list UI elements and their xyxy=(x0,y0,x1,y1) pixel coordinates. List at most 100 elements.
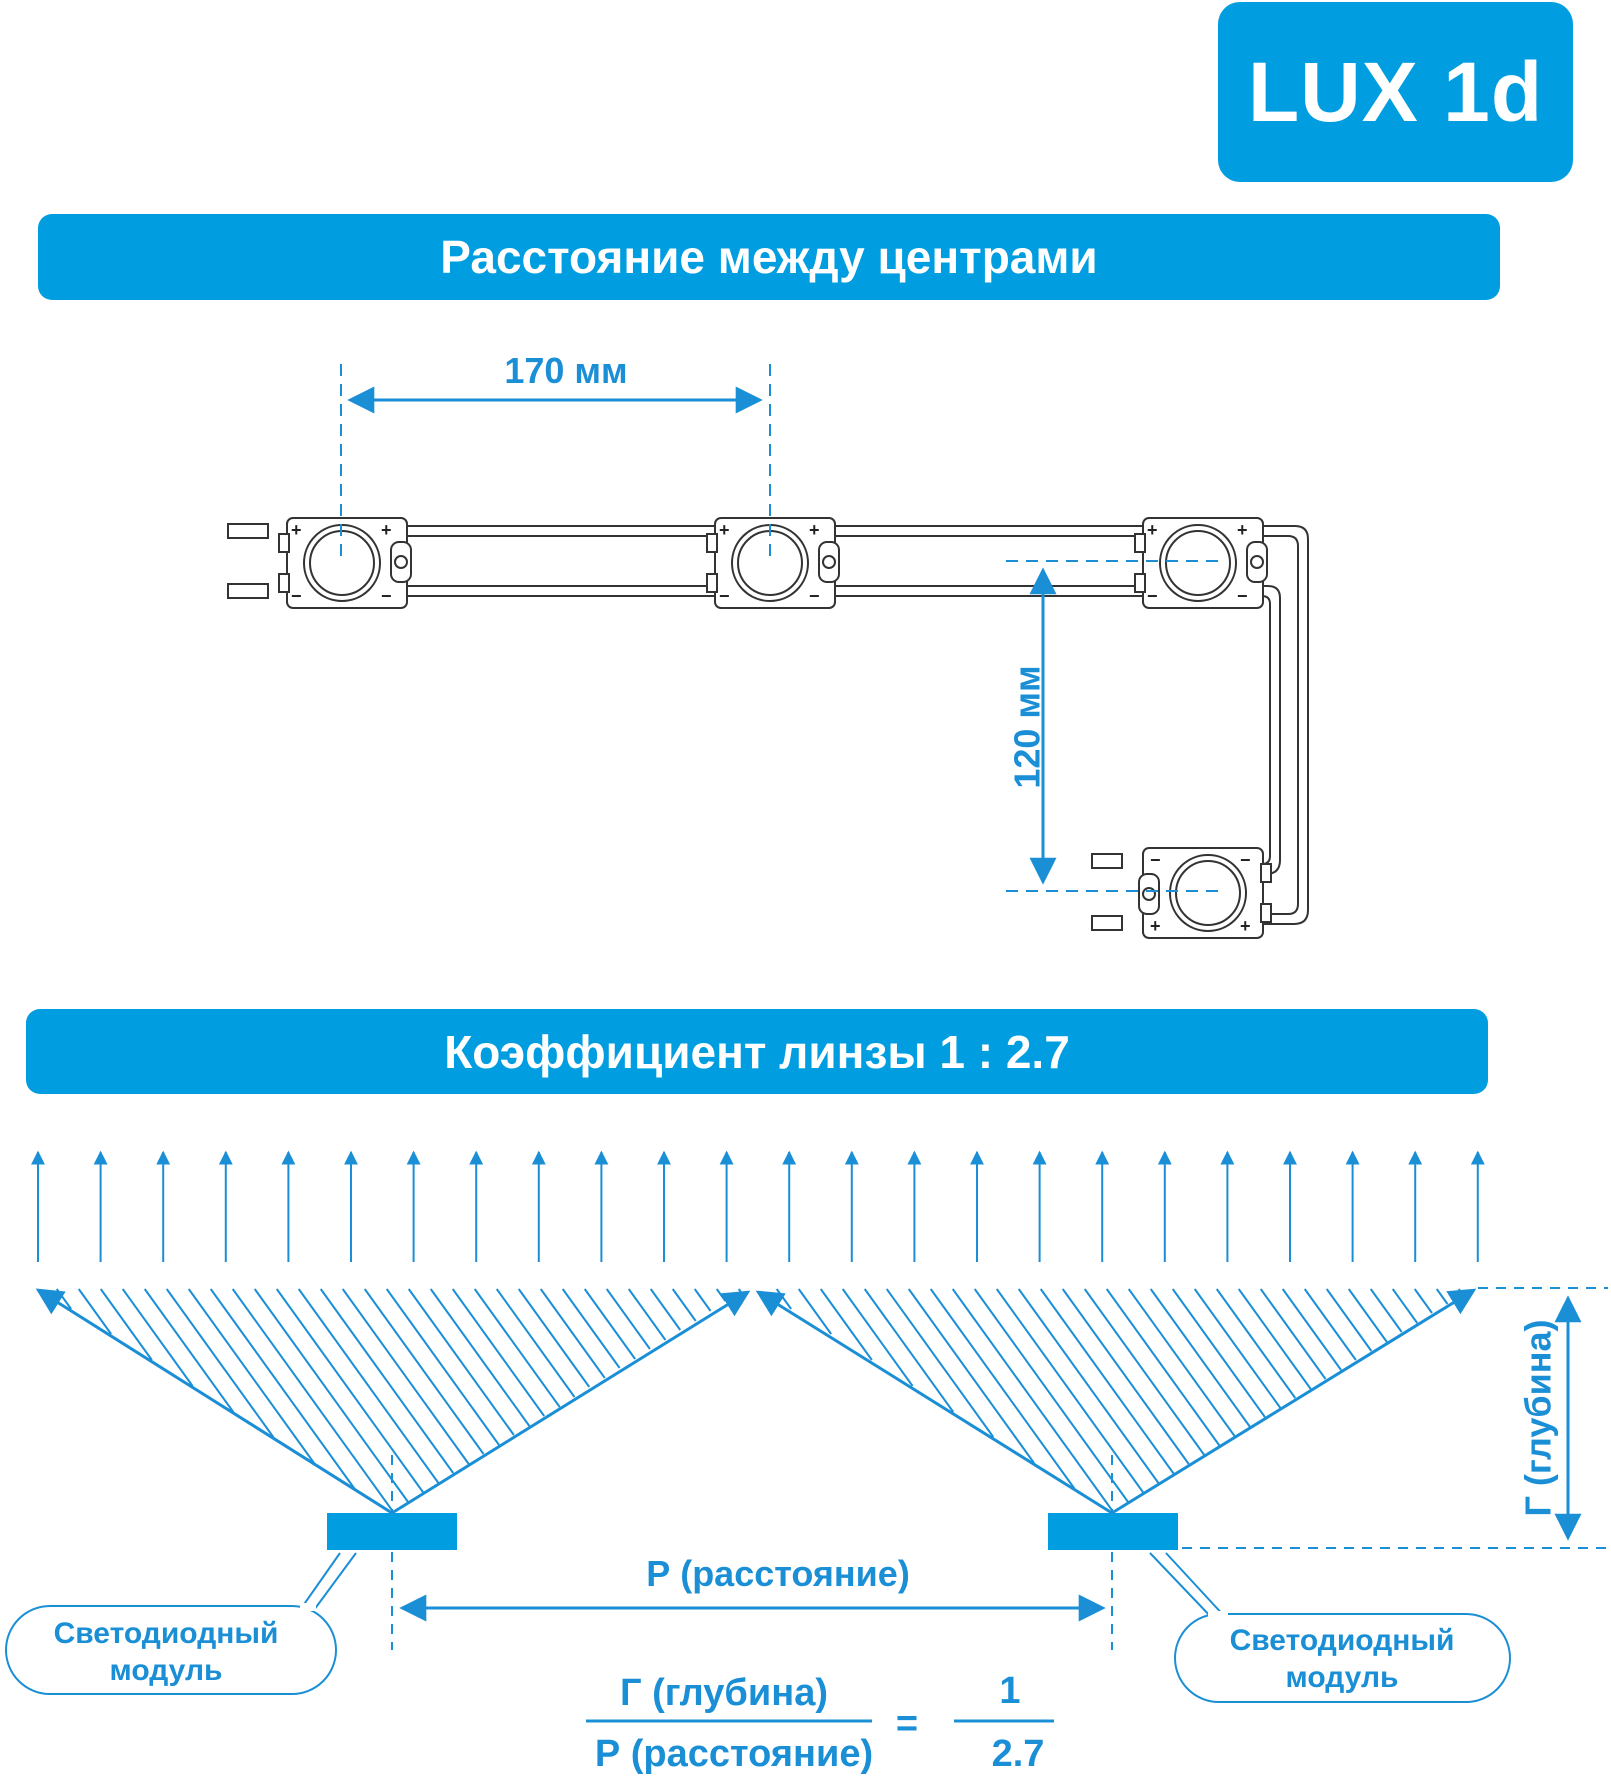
svg-text:−: − xyxy=(291,586,302,606)
hatch-line xyxy=(1325,1288,1373,1352)
led-module-right xyxy=(1048,1513,1178,1550)
hatch-line xyxy=(341,1288,470,1465)
beam-hatch-right xyxy=(775,1288,1464,1513)
svg-text:−: − xyxy=(1147,586,1158,606)
callout-right: Светодиодный модуль xyxy=(1149,1552,1511,1703)
beam-edge-right-2 xyxy=(1111,1288,1477,1515)
hatch-line xyxy=(863,1288,955,1413)
hatch-line xyxy=(627,1288,667,1341)
formula-denominator: Р (расстояние) xyxy=(595,1733,873,1775)
hatch-line xyxy=(451,1288,545,1417)
module-chain: + + − − + + − − + + − − − − + + xyxy=(227,517,1309,939)
lens-dimensions xyxy=(391,1287,1608,1650)
beam-hatch-left xyxy=(55,1288,742,1513)
depth-label: Г (глубина) xyxy=(1518,1319,1559,1516)
hatch-line xyxy=(297,1288,440,1484)
hatch-line xyxy=(671,1288,697,1322)
hatch-line xyxy=(1039,1288,1175,1475)
hatch-line xyxy=(1237,1288,1312,1390)
svg-text:−: − xyxy=(809,586,820,606)
hatch-line xyxy=(363,1288,485,1455)
hatch-line xyxy=(165,1288,275,1438)
svg-text:−: − xyxy=(719,586,730,606)
hatch-line xyxy=(1061,1288,1190,1465)
hatch-line xyxy=(1193,1288,1282,1409)
hatch-line xyxy=(99,1288,153,1361)
hatch-line xyxy=(1281,1288,1342,1371)
hatch-line xyxy=(187,1288,315,1464)
formula: Г (глубина) Р (расстояние) = 1 2.7 xyxy=(586,1670,1054,1775)
hatch-line xyxy=(841,1288,914,1387)
section-title-lens: Коэффициент линзы 1 : 2.7 xyxy=(26,1009,1488,1094)
ratio-denominator: 2.7 xyxy=(992,1733,1045,1775)
hatch-line xyxy=(907,1288,1035,1464)
hatch-line xyxy=(583,1288,636,1360)
callout-left: Светодиодный модуль xyxy=(5,1552,357,1695)
beam-edge-right-1 xyxy=(755,1290,1113,1515)
svg-text:+: + xyxy=(1237,520,1248,540)
hatch-line xyxy=(1149,1288,1251,1428)
hatch-line xyxy=(715,1288,727,1302)
lead-wires xyxy=(227,523,1123,931)
callout-right-line-2: модуль xyxy=(1286,1661,1399,1694)
hatch-line xyxy=(1413,1288,1433,1314)
hatch-line xyxy=(473,1288,561,1408)
hatch-line xyxy=(121,1288,194,1387)
hatch-line xyxy=(143,1288,235,1413)
hatch-line xyxy=(1391,1288,1419,1324)
hatch-line xyxy=(1259,1288,1327,1380)
hatch-line xyxy=(929,1288,1076,1490)
hatch-line xyxy=(561,1288,621,1369)
led-module-left xyxy=(327,1513,457,1550)
hatch-line xyxy=(1369,1288,1403,1333)
formula-equals: = xyxy=(896,1703,918,1745)
hatch-line xyxy=(517,1288,591,1388)
beam-edge-left-1 xyxy=(35,1288,393,1515)
hatch-line xyxy=(1127,1288,1236,1437)
hatch-line xyxy=(797,1288,832,1335)
hatch-line xyxy=(649,1288,682,1331)
hatch-line xyxy=(995,1288,1145,1494)
svg-text:−: − xyxy=(1237,586,1248,606)
svg-text:−: − xyxy=(1240,850,1251,870)
horizontal-spacing-label: 170 мм xyxy=(504,350,627,391)
hatch-line xyxy=(1171,1288,1266,1418)
callout-right-line-1: Светодиодный xyxy=(1230,1624,1455,1657)
hatch-line xyxy=(885,1288,995,1438)
hatch-line xyxy=(1303,1288,1357,1361)
hatch-line xyxy=(1215,1288,1297,1399)
svg-text:+: + xyxy=(381,520,392,540)
hatch-line xyxy=(77,1288,112,1335)
beam-edges xyxy=(35,1288,1477,1515)
ratio-numerator: 1 xyxy=(999,1670,1020,1712)
callout-left-line-1: Светодиодный xyxy=(54,1617,279,1650)
hatch-line xyxy=(1017,1288,1160,1484)
hatch-line xyxy=(495,1288,576,1398)
spacing-dimensions xyxy=(340,364,1220,892)
hatch-line xyxy=(1347,1288,1388,1343)
hatch-line xyxy=(539,1288,606,1379)
hatch-line xyxy=(605,1288,651,1350)
beam-edge-left-2 xyxy=(391,1290,751,1515)
svg-text:+: + xyxy=(1147,520,1158,540)
formula-numerator: Г (глубина) xyxy=(620,1672,828,1714)
hatch-line xyxy=(737,1288,742,1293)
section-title-spacing: Расстояние между центрами xyxy=(38,214,1500,300)
svg-text:+: + xyxy=(809,520,820,540)
svg-text:+: + xyxy=(1150,916,1161,936)
svg-text:+: + xyxy=(1240,916,1251,936)
hatch-line xyxy=(253,1288,409,1503)
svg-text:−: − xyxy=(381,586,392,606)
hatch-line xyxy=(209,1288,356,1490)
hatch-line xyxy=(1083,1288,1206,1456)
hatch-line xyxy=(1105,1288,1221,1447)
hatch-line xyxy=(231,1288,395,1513)
hatch-line xyxy=(1457,1288,1464,1295)
polarity-marks: + + − − + + − − + + − − − − + + xyxy=(291,520,1251,936)
hatch-line xyxy=(951,1288,1115,1513)
hatch-line xyxy=(1435,1288,1449,1305)
hatch-line xyxy=(973,1288,1129,1503)
hatch-line xyxy=(819,1288,873,1361)
svg-text:+: + xyxy=(291,520,302,540)
